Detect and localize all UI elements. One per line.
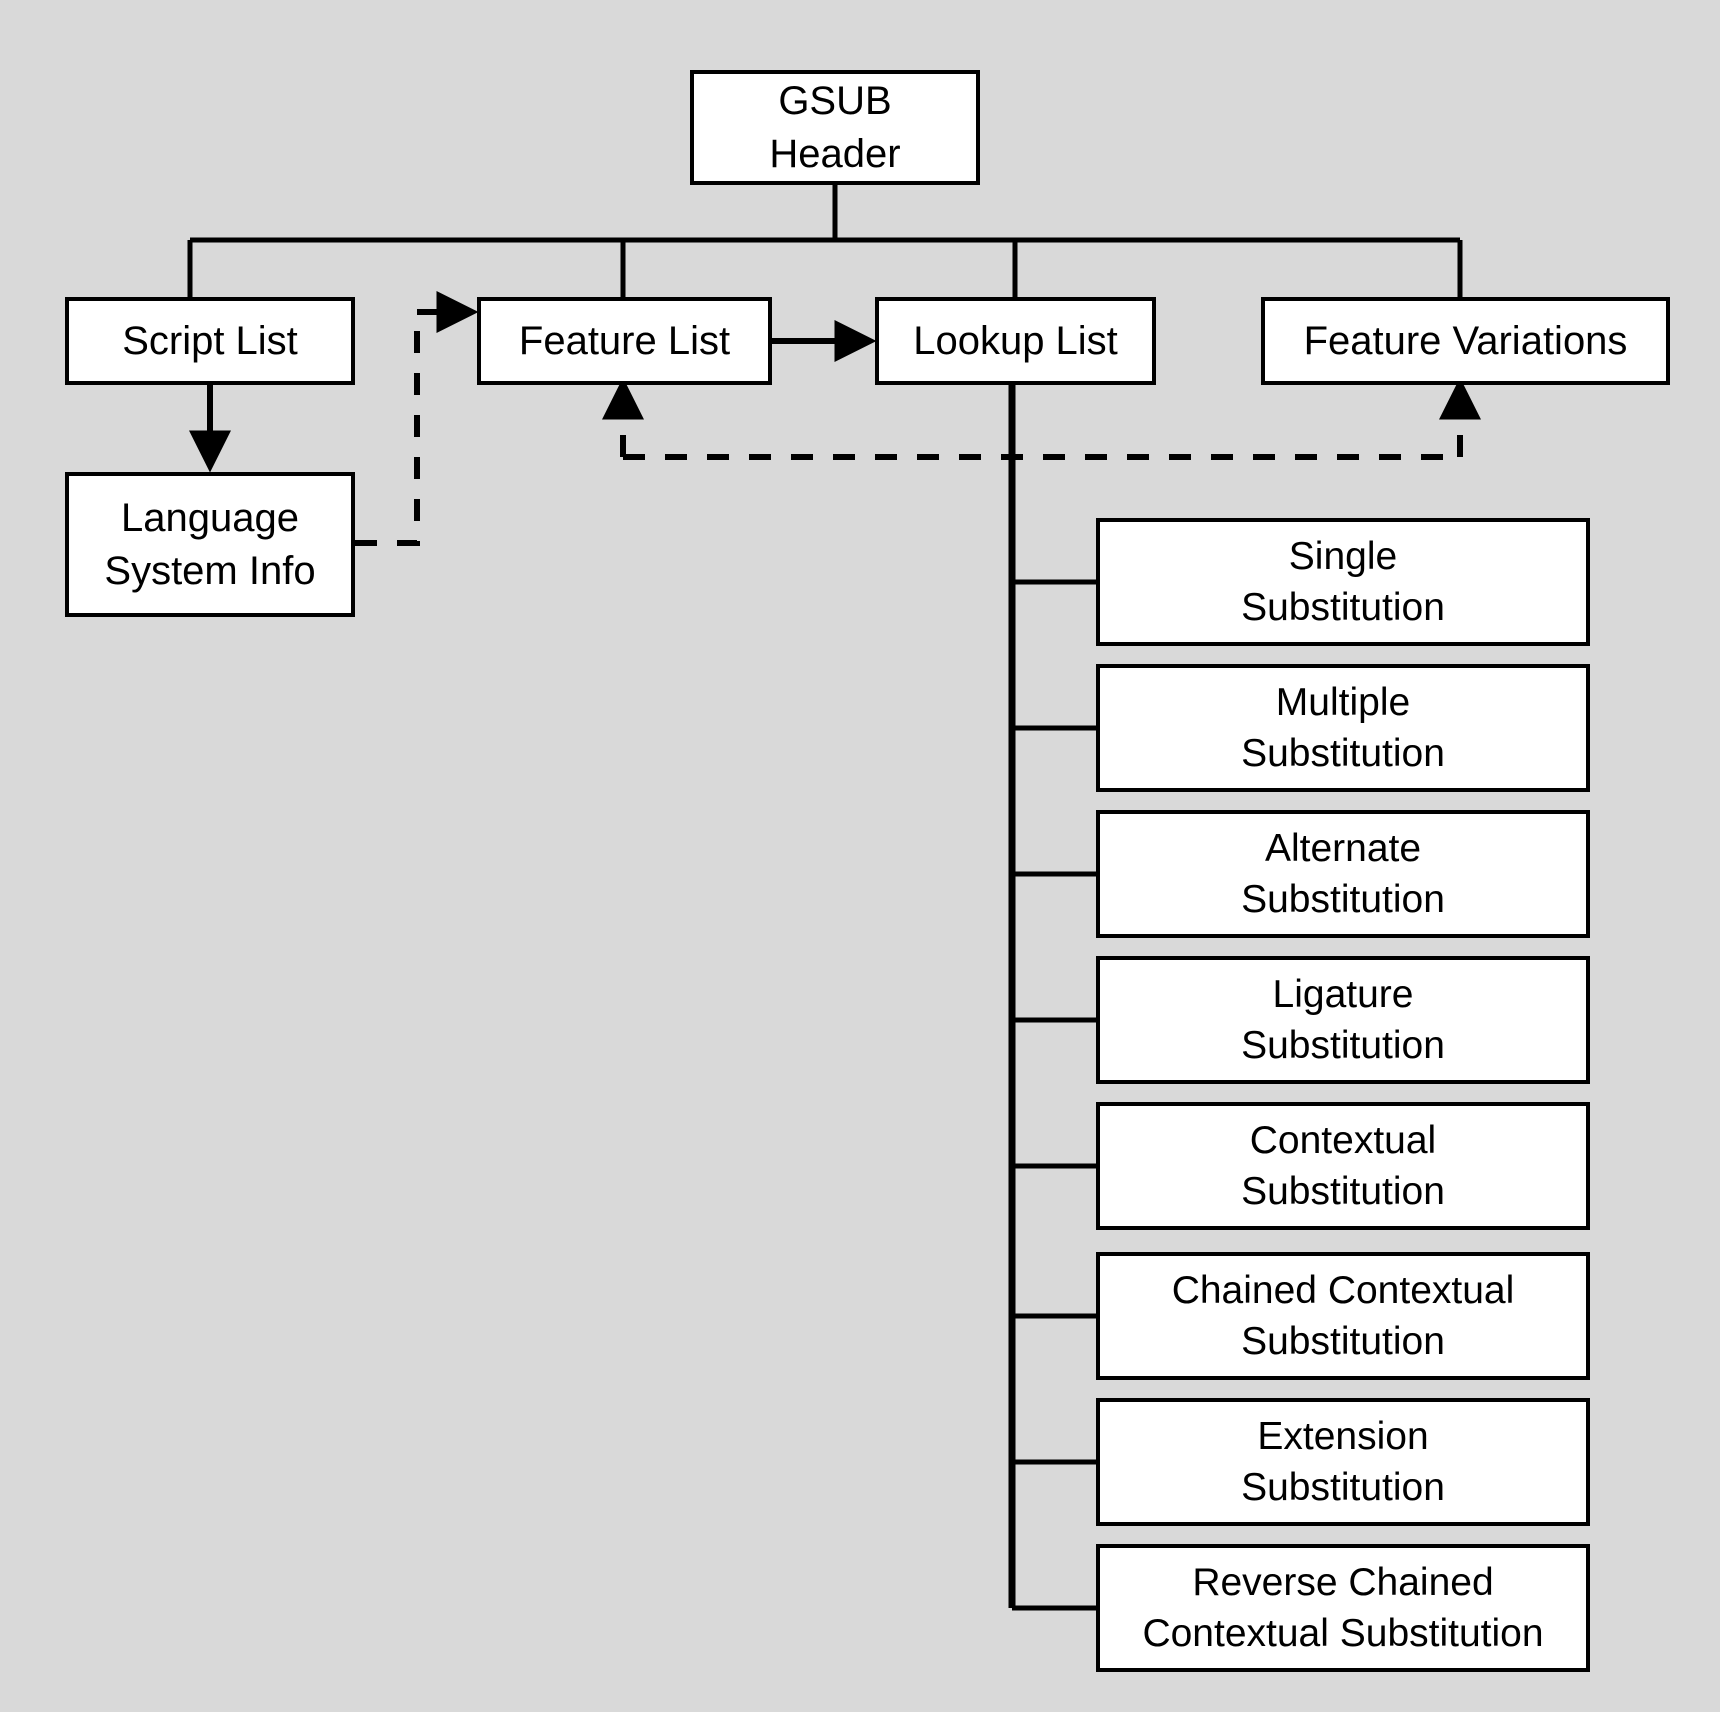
- node-lookup-type-1-line1: Single: [1288, 534, 1398, 578]
- node-script-list-label: Script List: [122, 318, 298, 363]
- node-lookup-type-6-line1: Chained Contextual: [1171, 1268, 1515, 1312]
- node-lookup-type-4-line2: Substitution: [1241, 1024, 1445, 1067]
- node-lookup-type-1-line2: Substitution: [1241, 586, 1445, 629]
- node-lookup-type-8-line2: Contextual Substitution: [1142, 1612, 1544, 1655]
- node-lookup-type-7-line2: Substitution: [1241, 1466, 1445, 1509]
- node-lookup-type-8-line1: Reverse Chained: [1192, 1560, 1494, 1604]
- wire-lookuplist-bus: [1008, 385, 1096, 1611]
- node-lookup-type-3-line1: Alternate: [1264, 826, 1422, 870]
- node-lookup-type-3-line2: Substitution: [1241, 878, 1445, 921]
- node-script-list[interactable]: Script List: [65, 297, 355, 385]
- node-lookup-type-4-line1: Ligature: [1272, 972, 1414, 1016]
- node-lookup-type-5-line1: Contextual: [1249, 1118, 1437, 1162]
- node-feature-variations[interactable]: Feature Variations: [1261, 297, 1670, 385]
- node-feature-variations-label: Feature Variations: [1303, 318, 1628, 363]
- node-language-system-info-line2: System Info: [104, 548, 316, 593]
- node-gsub-header-line1: GSUB: [778, 78, 892, 123]
- node-lookup-type-2-line2: Substitution: [1241, 732, 1445, 775]
- node-gsub-header[interactable]: GSUB Header: [690, 70, 980, 185]
- node-gsub-header-line2: Header: [769, 131, 901, 176]
- node-language-system-info[interactable]: Language System Info: [65, 472, 355, 617]
- node-lookup-type-2-line1: Multiple: [1275, 680, 1411, 724]
- wire-header-to-bus: [187, 185, 1463, 297]
- node-feature-list-label: Feature List: [518, 318, 731, 363]
- node-language-system-info-line1: Language: [121, 495, 299, 540]
- node-feature-list[interactable]: Feature List: [477, 297, 772, 385]
- node-lookup-type-6-line2: Substitution: [1241, 1320, 1445, 1363]
- wire-langsys-to-featurelist-dashed: [355, 291, 479, 546]
- node-lookup-type-7-line1: Extension: [1257, 1414, 1429, 1458]
- wire-feedback-dashed-bus: [602, 377, 1481, 460]
- node-lookup-type-5-line2: Substitution: [1241, 1170, 1445, 1213]
- node-lookup-list-label: Lookup List: [913, 318, 1118, 363]
- node-lookup-list[interactable]: Lookup List: [875, 297, 1156, 385]
